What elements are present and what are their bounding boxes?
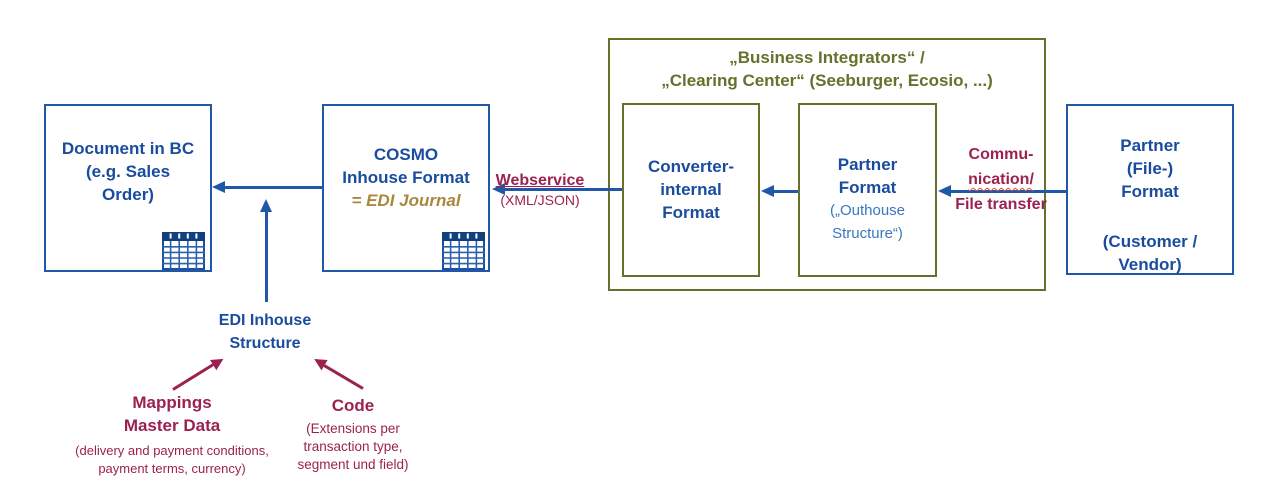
partner-format-line2: Format (838, 178, 897, 197)
arrow-code-to-ediinhouse (323, 363, 364, 390)
partner-file-line1: Partner (1120, 136, 1180, 155)
table-icon (162, 232, 205, 270)
code-title: Code (331, 396, 375, 415)
edi-inhouse-structure-label: EDI Inhouse Structure (185, 309, 345, 355)
partner-format-box: Partner Format („Outhouse Structure“) (798, 103, 937, 277)
outhouse-structure-line1: („Outhouse (829, 202, 906, 219)
communication-line2-text: nication/ (968, 171, 1034, 188)
arrow-cosmo-to-document (212, 180, 322, 193)
mappings-line2: Master Data (123, 416, 221, 435)
edi-inhouse-line1: EDI Inhouse (218, 312, 312, 329)
cosmo-inhouse-box: COSMO Inhouse Format = EDI Journal (322, 104, 490, 272)
edi-inhouse-line2: Structure (229, 335, 301, 352)
partner-file-line2: (File-) (1126, 159, 1174, 178)
arrow-converter-to-cosmo (492, 182, 622, 195)
container-title-line1: „Business Integrators“ / (729, 48, 925, 67)
document-bc-line3: Order) (102, 185, 154, 204)
partner-format-line1: Partner (837, 155, 898, 174)
edi-journal-label: = EDI Journal (351, 191, 461, 210)
converter-internal-box: Converter- internal Format (622, 103, 760, 277)
converter-line3: Format (662, 203, 720, 222)
code-detail-line2: transaction type, (303, 439, 403, 454)
converter-line1: Converter- (648, 157, 734, 176)
arrow-partnerfile-to-partnerformat (938, 185, 1066, 197)
partner-file-line5: Vendor) (1118, 255, 1182, 274)
cosmo-line1: COSMO (373, 145, 439, 164)
communication-label: Commu- nication/ File transfer (926, 142, 1076, 217)
partner-file-line4: (Customer / (1102, 232, 1198, 251)
document-bc-line1: Document in BC (61, 139, 195, 158)
arrow-partnerformat-to-converter (761, 185, 798, 197)
container-title-line2: „Clearing Center“ (Seeburger, Ecosio, ..… (661, 71, 993, 90)
document-bc-box: Document in BC (e.g. Sales Order) (44, 104, 212, 272)
document-bc-line2: (e.g. Sales (85, 162, 171, 181)
communication-line1: Commu- (968, 146, 1034, 163)
webservice-label: Webservice (XML/JSON) (460, 171, 620, 209)
communication-line3: File transfer (955, 196, 1047, 213)
code-label: Code (Extensions per transaction type, s… (243, 394, 463, 474)
xml-json-label: (XML/JSON) (500, 192, 580, 208)
converter-line2: internal (660, 180, 722, 199)
table-icon (442, 232, 485, 270)
mappings-detail-line2: payment terms, currency) (98, 460, 246, 476)
cosmo-line2: Inhouse Format (342, 168, 470, 187)
code-detail-line3: segment und field) (297, 457, 409, 472)
communication-line2: nication/ (926, 167, 1076, 192)
webservice-title: Webservice (495, 172, 585, 189)
outhouse-structure-line2: Structure“) (832, 225, 903, 242)
mappings-line1: Mappings (132, 393, 212, 412)
partner-file-box: Partner (File-) Format (Customer / Vendo… (1066, 104, 1234, 275)
mappings-detail-line1: (delivery and payment conditions, (75, 443, 269, 458)
arrow-mappings-to-ediinhouse (172, 362, 214, 391)
partner-file-line3: Format (1121, 182, 1179, 201)
arrow-ediinhouse-to-flow (259, 199, 272, 302)
mappings-masterdata-label: Mappings Master Data (delivery and payme… (22, 391, 322, 477)
code-detail-line1: (Extensions per (306, 421, 400, 436)
